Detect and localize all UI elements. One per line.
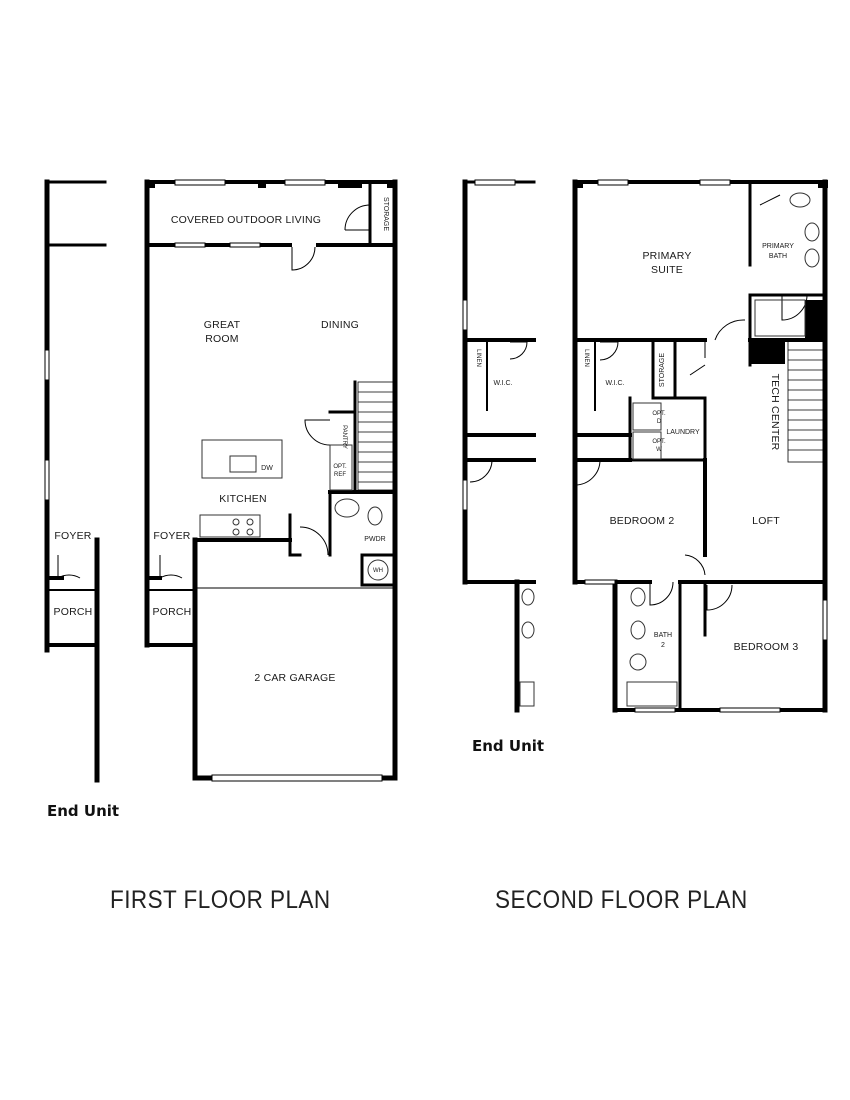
label-pantry: PANTRY (341, 425, 347, 449)
doors (57, 194, 808, 611)
windows (44, 179, 828, 782)
label-bath-2-2: 2 (661, 642, 665, 649)
label-opt-d-2: D (657, 419, 662, 425)
room-labels: COVERED OUTDOOR LIVING STORAGE GREAT ROO… (54, 197, 799, 684)
label-laundry: LAUNDRY (666, 429, 700, 436)
label-wic-end-unit: W.I.C. (493, 380, 512, 387)
walls (44, 179, 828, 783)
first-floor-end-unit-walls (44, 179, 107, 783)
label-bath-2-1: BATH (654, 632, 672, 639)
first-floor-plan-title: FIRST FLOOR PLAN (110, 886, 331, 914)
label-dw: DW (261, 465, 273, 472)
label-opt-ref-2: REF (334, 472, 346, 478)
second-floor-plan-title: SECOND FLOOR PLAN (495, 886, 748, 914)
structural-columns (145, 180, 828, 364)
first-floor-walls (144, 179, 398, 781)
label-foyer: FOYER (153, 530, 190, 542)
label-tech-center: TECH CENTER (769, 374, 781, 451)
label-linen-end-unit: LINEN (475, 349, 481, 367)
label-primary-suite-2: SUITE (651, 264, 683, 276)
end-unit-label-first: End Unit (47, 802, 120, 820)
label-opt-ref-1: OPT. (333, 464, 347, 470)
label-garage: 2 CAR GARAGE (254, 672, 335, 684)
label-primary-bath-2: BATH (769, 253, 787, 260)
label-storage-second: STORAGE (659, 353, 666, 387)
label-opt-d-1: OPT. (652, 411, 666, 417)
label-kitchen: KITCHEN (219, 493, 267, 505)
second-floor-walls (572, 179, 828, 713)
stairs (357, 339, 824, 491)
label-primary-bath-1: PRIMARY (762, 243, 794, 250)
label-opt-w-1: OPT. (652, 439, 666, 445)
label-opt-w-2: W (656, 447, 662, 453)
label-covered-outdoor-living: COVERED OUTDOOR LIVING (171, 214, 321, 226)
label-great-room-1: GREAT (204, 319, 241, 331)
label-loft: LOFT (752, 515, 780, 527)
label-primary-suite-1: PRIMARY (642, 250, 691, 262)
label-linen: LINEN (583, 349, 589, 367)
label-porch: PORCH (153, 606, 192, 618)
label-wic: W.I.C. (605, 380, 624, 387)
label-foyer-end-unit: FOYER (54, 530, 91, 542)
second-floor-end-unit-walls (462, 179, 536, 713)
end-unit-label-second: End Unit (472, 737, 545, 755)
label-wh: WH (373, 568, 383, 574)
label-bedroom-3: BEDROOM 3 (734, 641, 799, 653)
bath-fixtures (334, 192, 820, 707)
label-great-room-2: ROOM (205, 333, 238, 345)
label-porch-end-unit: PORCH (54, 606, 93, 618)
kitchen-fixtures (199, 439, 353, 538)
label-pwdr: PWDR (364, 536, 385, 543)
label-bedroom-2: BEDROOM 2 (610, 515, 675, 527)
label-dining: DINING (321, 319, 359, 331)
label-storage-first: STORAGE (382, 197, 389, 231)
